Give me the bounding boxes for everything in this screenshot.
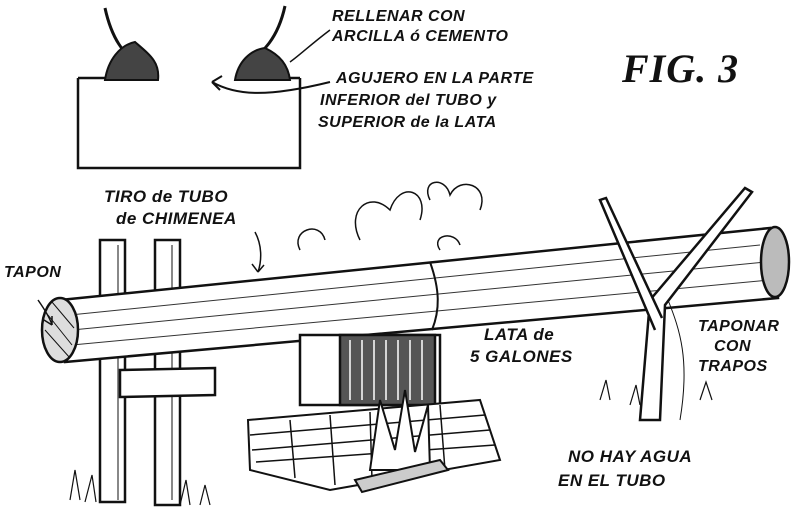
chimney-pipe <box>40 225 791 364</box>
label-rellenar-2: ARCILLA ó CEMENTO <box>332 28 509 45</box>
label-taponar-1: TAPONAR <box>698 318 780 335</box>
grass <box>69 379 713 506</box>
label-taponar-2: CON <box>714 338 752 355</box>
label-taponar-3: TRAPOS <box>698 358 768 375</box>
label-agujero-1: AGUJERO EN LA PARTE <box>336 70 534 87</box>
five-gallon-can <box>298 333 442 407</box>
smoke <box>297 181 483 251</box>
label-tiro-1: TIRO de TUBO <box>104 187 229 206</box>
inset-detail <box>76 5 331 170</box>
tree <box>598 186 754 422</box>
label-tiro-2: de CHIMENEA <box>116 209 237 228</box>
fire-flames <box>353 389 450 494</box>
label-tapon: TAPON <box>4 264 62 281</box>
label-lata-2: 5 GALONES <box>470 347 573 366</box>
label-agua-2: EN EL TUBO <box>558 471 666 490</box>
leader-lines <box>37 231 265 326</box>
figure-title: FIG. 3 <box>622 46 740 91</box>
label-lata-1: LATA de <box>484 325 555 344</box>
label-agua-1: NO HAY AGUA <box>568 447 693 466</box>
label-rellenar-1: RELLENAR CON <box>332 8 466 25</box>
wooden-posts <box>98 238 217 507</box>
label-agujero-3: SUPERIOR de la LATA <box>318 114 497 131</box>
label-agujero-2: INFERIOR del TUBO y <box>320 92 497 109</box>
